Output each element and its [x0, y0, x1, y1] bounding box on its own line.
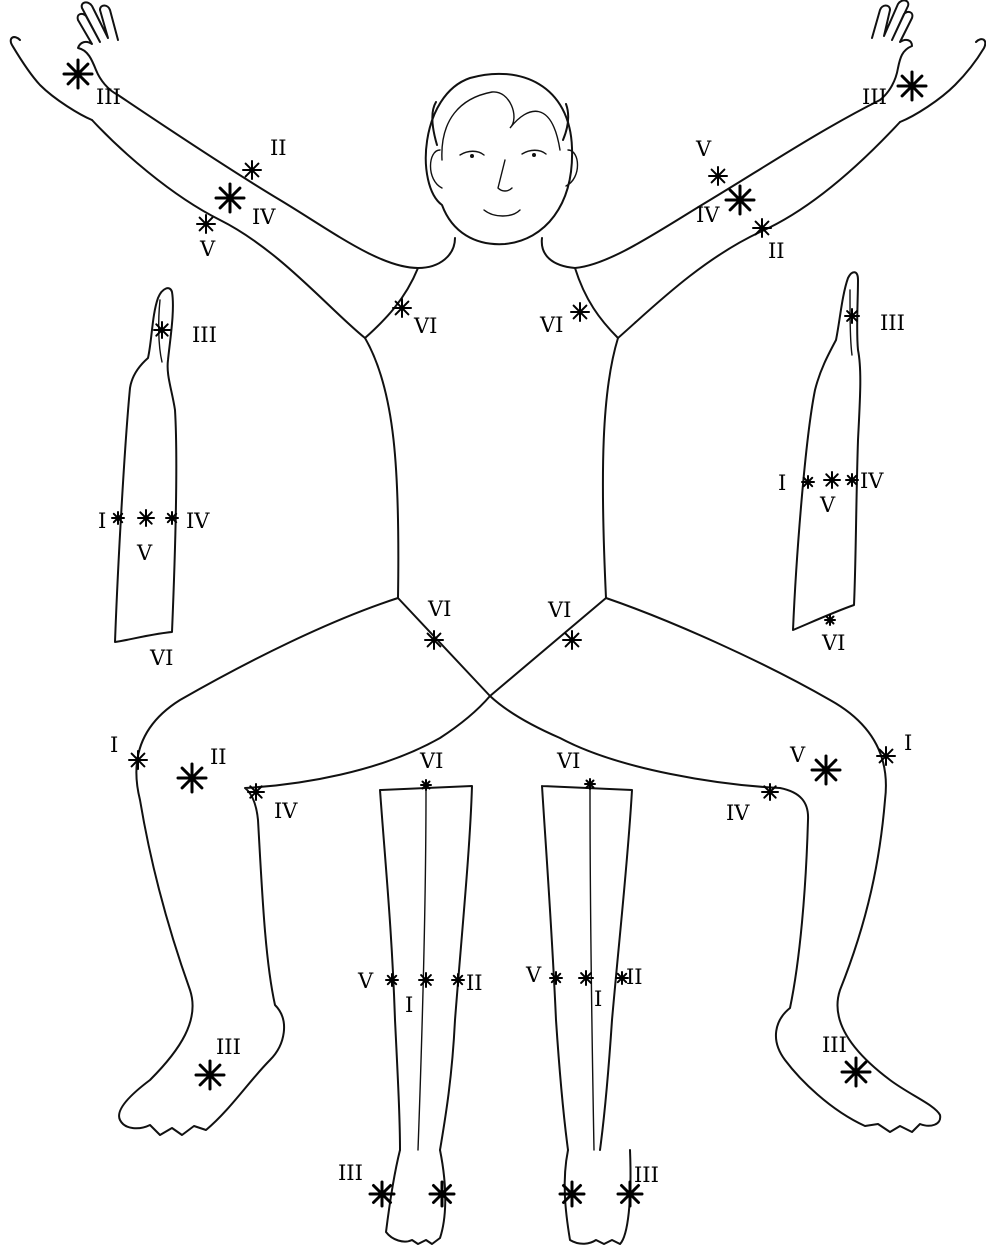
acupoint-star-icon: [243, 161, 261, 179]
acupoint-star-icon: [166, 512, 178, 524]
body-figure: [11, 0, 986, 1135]
label-ankle-right: III: [634, 1163, 659, 1187]
acupoint-star-icon: [579, 971, 593, 985]
acupoint-star-icon: [877, 747, 895, 765]
label-forearm-right-v: V: [819, 493, 836, 517]
shin-left-view: [380, 786, 472, 1244]
label-forearm-right-iv: IV: [860, 469, 884, 493]
acupoint-star-icon: [753, 219, 771, 237]
acupoint-star-icon: [842, 1058, 870, 1086]
acupoint-star-icon: [898, 72, 926, 100]
label-shin-left-ii: II: [466, 971, 483, 995]
label-knee-right-iv: IV: [726, 801, 750, 825]
label-shin-right-ii: II: [626, 965, 643, 989]
label-hand-left: III: [96, 85, 121, 109]
acupoint-star-icon: [154, 322, 170, 338]
label-forearm-right-vi: VI: [821, 631, 845, 655]
label-shin-right-top: VI: [556, 749, 580, 773]
acupoint-star-icon: [560, 1182, 584, 1206]
label-upper-arm-right-top: V: [695, 137, 712, 161]
label-foot-right: III: [822, 1033, 847, 1057]
acupoint-star-icon: [550, 972, 562, 984]
acupoint-star-icon: [812, 756, 840, 784]
label-forearm-right-finger: III: [880, 311, 905, 335]
acupoint-star-icon: [726, 186, 754, 214]
forearm-left-view: [115, 288, 176, 642]
label-shoulder-right: VI: [539, 313, 563, 337]
acupoint-star-icon: [452, 974, 464, 986]
acupoint-star-icon: [430, 1182, 454, 1206]
acupoint-star-icon: [112, 512, 124, 524]
label-forearm-left-finger: III: [192, 323, 217, 347]
label-groin-right: VI: [547, 598, 571, 622]
acupoint-star-icon: [846, 474, 858, 486]
acupoint-star-icon: [64, 60, 92, 88]
label-upper-arm-right-bottom: II: [768, 239, 785, 263]
acupoint-star-icon: [129, 751, 147, 769]
acupoint-star-icon: [138, 510, 154, 526]
right-arm: [575, 100, 900, 338]
labels: III II IV V III V IV II VI VI III I IV V…: [96, 85, 912, 1187]
acupoint-star-icon: [216, 184, 244, 212]
acupoint-star-icon: [762, 784, 778, 800]
acupoint-star-icon: [419, 973, 433, 987]
acupoint-star-icon: [571, 303, 589, 321]
acupoint-star-icon: [709, 167, 727, 185]
acupoint-star-icon: [386, 974, 398, 986]
label-upper-arm-left-top: II: [270, 136, 287, 160]
acupoint-star-icon: [196, 1061, 224, 1089]
acupoint-star-icon: [845, 309, 859, 323]
shin-right-view: [542, 786, 632, 1244]
acupoint-star-icon: [824, 472, 840, 488]
label-thigh-left-ii: II: [210, 745, 227, 769]
acupoint-star-icon: [425, 631, 443, 649]
label-upper-arm-right-mid: IV: [696, 203, 720, 227]
acupoint-star-icon: [178, 764, 206, 792]
acupoint-star-icon: [248, 784, 264, 800]
label-knee-left-i: I: [110, 733, 118, 757]
label-shoulder-left: VI: [413, 314, 437, 338]
label-forearm-right-i: I: [778, 471, 786, 495]
acupoint-star-icon: [563, 631, 581, 649]
acupoint-star-icon: [393, 299, 411, 317]
label-upper-arm-left-mid: IV: [252, 205, 276, 229]
label-shin-left-top: VI: [419, 749, 443, 773]
label-ankle-left: III: [338, 1161, 363, 1185]
label-shin-right-v: V: [525, 963, 542, 987]
label-forearm-left-v: V: [136, 541, 153, 565]
acupoint-star-icon: [802, 476, 814, 488]
acupoint-star-icon: [585, 779, 595, 789]
label-forearm-left-iv: IV: [186, 509, 210, 533]
label-knee-right-i: I: [904, 731, 912, 755]
label-forearm-left-i: I: [98, 509, 106, 533]
label-hand-right: III: [862, 85, 887, 109]
acupoint-star-icon: [421, 780, 431, 790]
label-forearm-left-vi: VI: [149, 646, 173, 670]
acupoint-star-icon: [197, 215, 215, 233]
acupoint-markers: [64, 60, 926, 1206]
label-foot-left: III: [216, 1035, 241, 1059]
right-hand: [872, 0, 985, 122]
label-shin-left-i: I: [405, 993, 413, 1017]
acupoint-star-icon: [825, 615, 835, 625]
left-leg: [119, 598, 490, 1135]
label-shin-right-i: I: [594, 987, 602, 1011]
label-upper-arm-left-bottom: V: [199, 237, 216, 261]
acupoint-star-icon: [370, 1182, 394, 1206]
label-knee-right-v: V: [789, 743, 806, 767]
label-shin-left-v: V: [357, 969, 374, 993]
forearm-right-view: [793, 272, 860, 630]
label-knee-left-iv: IV: [274, 799, 298, 823]
label-groin-left: VI: [427, 597, 451, 621]
head: [426, 74, 578, 244]
